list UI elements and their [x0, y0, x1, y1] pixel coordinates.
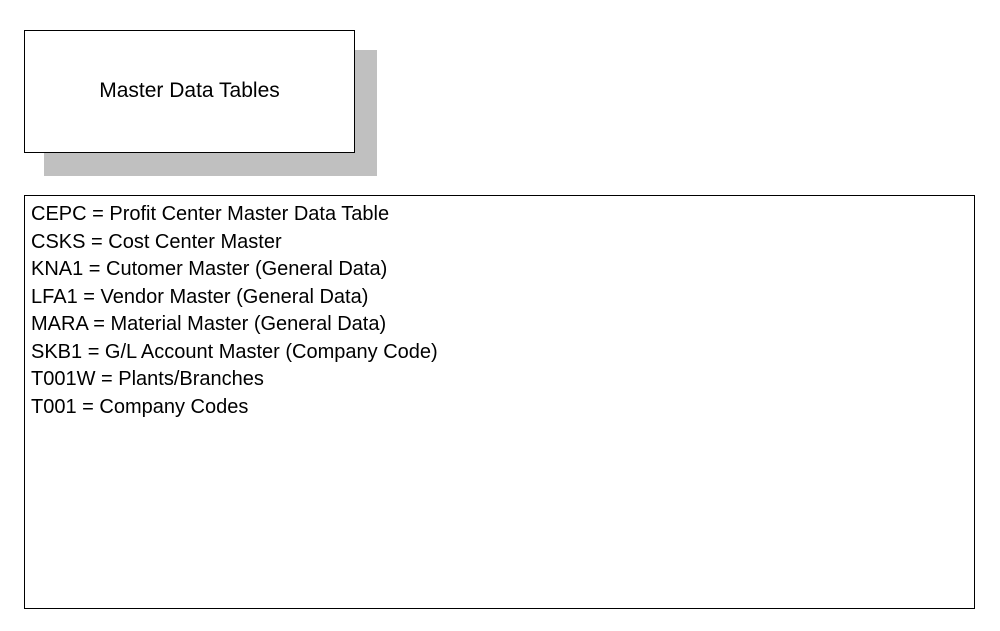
list-item: T001 = Company Codes — [31, 395, 249, 418]
title-box: Master Data Tables — [24, 30, 355, 153]
master-data-table-list-box: CEPC = Profit Center Master Data Table C… — [24, 195, 975, 609]
master-data-table-list: CEPC = Profit Center Master Data Table C… — [31, 201, 974, 421]
list-item: KNA1 = Cutomer Master (General Data) — [31, 258, 388, 280]
list-item: LFA1 = Vendor Master (General Data) — [31, 285, 369, 308]
list-item: CEPC = Profit Center Master Data Table — [31, 203, 390, 225]
list-item: T001W = Plants/Branches — [31, 368, 264, 390]
page-title: Master Data Tables — [99, 78, 280, 102]
list-item: SKB1 = G/L Account Master (Company Code) — [31, 340, 438, 363]
list-item: MARA = Material Master (General Data) — [31, 313, 387, 335]
list-item: CSKS = Cost Center Master — [31, 230, 282, 253]
